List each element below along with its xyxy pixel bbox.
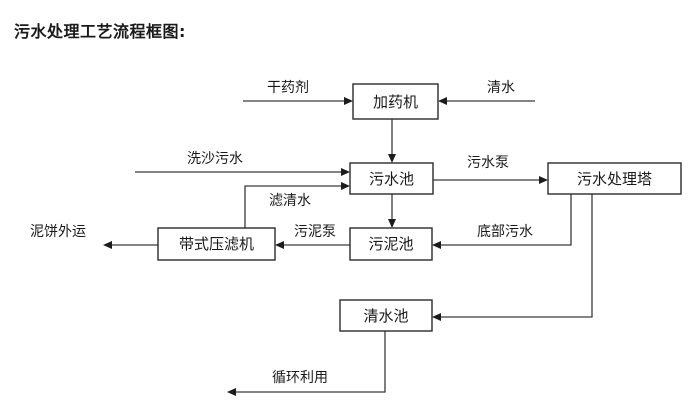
- arrow-head-icon: [103, 241, 112, 249]
- node-sewage-treatment-tower-label: 污水处理塔: [577, 170, 652, 188]
- node-dosing-machine-box[interactable]: [352, 83, 439, 120]
- arrow-head-icon: [432, 313, 441, 321]
- edge-label-sewage-pump: 污水泵: [467, 155, 509, 171]
- edge-recycle-use: 循环利用: [227, 331, 386, 396]
- edge-dosing-machine-to-sewage-pool: [388, 119, 396, 163]
- edge-mud-cake-out: 泥饼外运: [30, 224, 158, 249]
- edge-sludge-pump-to-filter-press: 污泥泵: [275, 224, 350, 249]
- node-belt-filter-press-label: 带式压滤机: [179, 235, 254, 253]
- arrow-head-icon: [341, 168, 350, 176]
- node-sludge-pool-label: 污泥池: [368, 235, 413, 253]
- arrow-head-icon: [388, 219, 396, 228]
- edge-sewage-pool-to-sludge-pool: [388, 194, 396, 228]
- node-clean-water-pool-box[interactable]: [339, 299, 433, 332]
- node-sewage-pool-box[interactable]: [349, 162, 434, 195]
- arrow-head-icon: [344, 97, 353, 105]
- node-clean-water-pool[interactable]: 清水池: [339, 299, 433, 332]
- node-sewage-treatment-tower-box[interactable]: [547, 162, 682, 195]
- edge-label-sludge-pump: 污泥泵: [294, 224, 336, 240]
- node-sludge-pool-box[interactable]: [349, 227, 433, 261]
- node-belt-filter-press[interactable]: 带式压滤机: [157, 227, 276, 261]
- node-clean-water-pool-label: 清水池: [363, 307, 408, 325]
- edge-label-filtered-water: 滤清水: [269, 193, 311, 209]
- edge-tower-to-clean-water-pool: [432, 194, 593, 321]
- edge-label-sand-wash-sewage: 洗沙污水: [187, 151, 243, 167]
- edge-sewage-pump-to-tower: 污水泵: [433, 155, 548, 184]
- arrow-head-icon: [539, 176, 548, 184]
- node-dosing-machine[interactable]: 加药机: [352, 83, 439, 120]
- edge-sand-wash-sewage-to-sewage-pool: 洗沙污水: [135, 151, 350, 176]
- edge-label-dry-agent: 干药剂: [267, 80, 309, 96]
- edge-label-bottom-sewage: 底部污水: [477, 224, 533, 240]
- arrow-head-icon: [388, 154, 396, 163]
- node-sewage-pool[interactable]: 污水池: [349, 162, 434, 195]
- edge-dry-agent-to-dosing-machine: 干药剂: [243, 80, 353, 105]
- edge-label-clean-water-in: 清水: [487, 80, 515, 96]
- page-title: 污水处理工艺流程框图:: [14, 22, 186, 41]
- arrow-head-icon: [438, 97, 447, 105]
- arrow-head-icon: [432, 241, 441, 249]
- edge-bottom-sewage-to-sludge-pool: 底部污水: [432, 194, 572, 249]
- arrow-head-icon: [227, 388, 236, 396]
- node-dosing-machine-label: 加药机: [373, 93, 418, 111]
- edge-filtered-water-to-sewage-pool: 滤清水: [244, 182, 350, 228]
- edge-label-mud-cake-out: 泥饼外运: [30, 224, 86, 240]
- edge-label-recycle-use: 循环利用: [272, 370, 328, 386]
- edge-clean-water-to-dosing-machine: 清水: [438, 80, 535, 105]
- arrow-head-icon: [341, 182, 350, 190]
- node-sludge-pool[interactable]: 污泥池: [349, 227, 433, 261]
- node-sewage-treatment-tower[interactable]: 污水处理塔: [547, 162, 682, 195]
- arrow-head-icon: [275, 241, 284, 249]
- node-sewage-pool-label: 污水池: [369, 170, 414, 188]
- node-belt-filter-press-box[interactable]: [157, 227, 276, 261]
